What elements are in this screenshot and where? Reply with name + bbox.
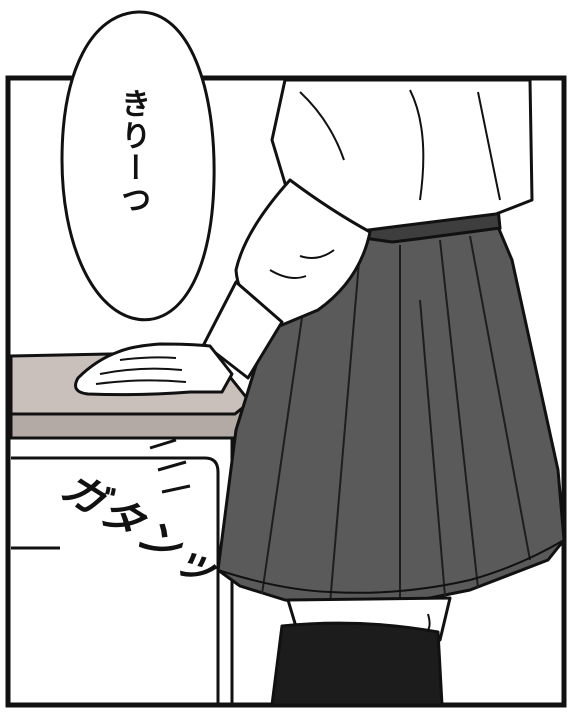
- shirt-cuff: [202, 280, 284, 380]
- knee-sock: [270, 621, 444, 707]
- sfx-motion-lines: [149, 438, 191, 494]
- skirt-pleat-lines: [261, 235, 531, 605]
- shirt-body: [270, 78, 534, 238]
- shirt-sleeve: [234, 178, 372, 332]
- speech-bubble: [60, 10, 216, 322]
- desk-frame: [11, 456, 220, 705]
- hand: [74, 342, 234, 397]
- shirt: [202, 78, 534, 380]
- skirt-hem: [217, 539, 565, 594]
- shirt-fold-lines: [299, 89, 501, 201]
- speech-bubble-text: きりーつ: [115, 88, 150, 216]
- sleeve-fold-lines: [269, 249, 335, 279]
- finger-lines: [95, 356, 187, 385]
- leg: [270, 596, 452, 707]
